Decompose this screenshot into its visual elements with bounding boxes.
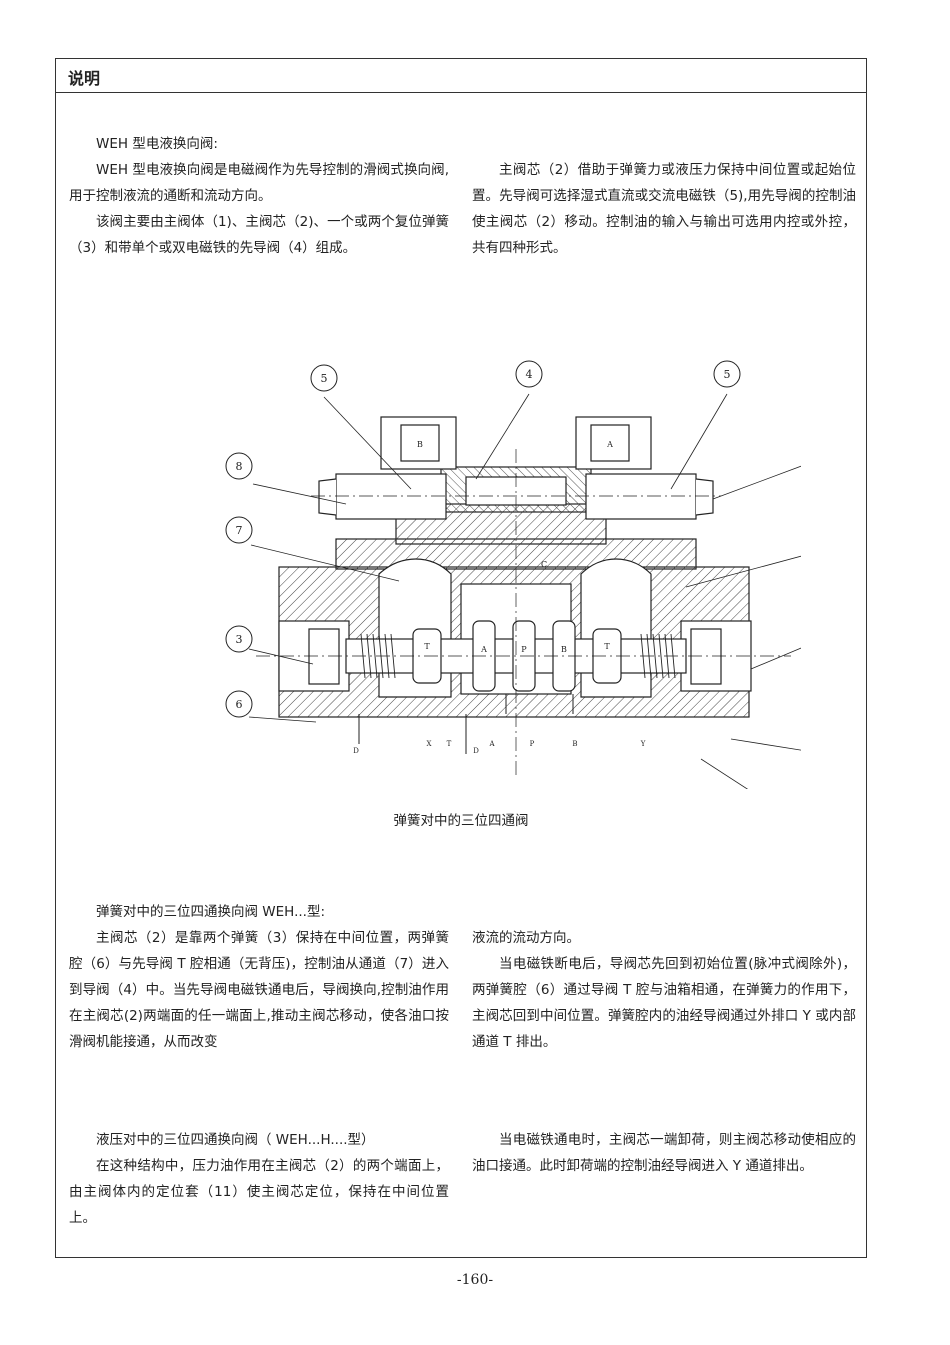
chamber-labels: T A P B T C xyxy=(424,560,610,654)
section3-paragraph: 在这种结构中，压力油作用在主阀芯（2）的两个端面上，由主阀体内的定位套（11）使… xyxy=(69,1158,449,1226)
solenoid-label: A xyxy=(606,440,613,449)
port-label: X xyxy=(427,740,432,748)
port-label: Y xyxy=(640,740,646,748)
callout-leaders xyxy=(248,393,801,789)
solenoid-labels: B A xyxy=(417,440,613,449)
port-label: D xyxy=(353,747,359,755)
section3-right-column: 当电磁铁通电时，主阀芯一端卸荷，则主阀芯移动使相应的油口接通。此时卸荷端的控制油… xyxy=(472,1127,856,1179)
section1-heading: WEH 型电液换向阀: xyxy=(96,136,218,152)
page-number: -160- xyxy=(456,1272,494,1288)
port-label: A xyxy=(488,740,495,748)
section2-paragraph: 主阀芯（2）是靠两个弹簧（3）保持在中间位置，两弹簧腔（6）与先导阀 T 腔相通… xyxy=(69,930,449,1050)
section2-right-column: 液流的流动方向。 当电磁铁断电后，导阀芯先回到初始位置(脉冲式阀除外)，两弹簧腔… xyxy=(472,925,856,1055)
page-frame: 说明 WEH 型电液换向阀: WEH 型电液换向阀是电磁阀作为先导控制的滑阀式换… xyxy=(55,58,867,1258)
callout-number: 4 xyxy=(526,368,533,381)
center-lines xyxy=(256,449,791,779)
callout-number: 8 xyxy=(236,460,243,473)
chamber-label: B xyxy=(561,645,567,654)
valve-cross-section-diagram: 5 4 5 8 8 7 1 3 3 6 6 2 B A T A P B T C … xyxy=(225,360,801,789)
callout-marker xyxy=(515,360,543,388)
pilot-valve xyxy=(318,416,714,520)
callout-marker xyxy=(225,516,253,544)
section1-paragraph: WEH 型电液换向阀是电磁阀作为先导控制的滑阀式换向阀,用于控制液流的通断和流动… xyxy=(69,162,449,204)
chamber-label: T xyxy=(424,642,430,651)
section1-right-column: 主阀芯（2）借助于弹簧力或液压力保持中间位置或起始位置。先导阀可选择湿式直流或交… xyxy=(472,157,856,261)
callout-number: 7 xyxy=(236,524,243,537)
callout-markers xyxy=(225,360,741,718)
callout-numbers: 5 4 5 8 8 7 1 3 3 6 6 2 xyxy=(236,368,731,711)
section2-heading: 弹簧对中的三位四通换向阀 WEH...型: xyxy=(96,904,326,920)
callout-marker xyxy=(225,452,253,480)
callout-number: 5 xyxy=(321,372,328,385)
chamber-label: A xyxy=(480,645,487,654)
port-labels: D X T D A P B Y xyxy=(353,740,646,755)
port-label: P xyxy=(530,740,535,748)
chamber-label: P xyxy=(521,645,527,654)
page-title: 说明 xyxy=(68,69,101,88)
port-label: B xyxy=(572,740,577,748)
port-label: T xyxy=(447,740,452,748)
callout-number: 5 xyxy=(724,368,731,381)
section1-paragraph: 该阀主要由主阀体（1)、主阀芯（2)、一个或两个复位弹簧（3）和带单个或双电磁铁… xyxy=(69,214,449,256)
section2-paragraph: 当电磁铁断电后，导阀芯先回到初始位置(脉冲式阀除外)，两弹簧腔（6）通过导阀 T… xyxy=(472,956,856,1050)
section1-paragraph: 主阀芯（2）借助于弹簧力或液压力保持中间位置或起始位置。先导阀可选择湿式直流或交… xyxy=(472,162,856,256)
callout-marker xyxy=(713,360,741,388)
callout-marker xyxy=(310,364,338,392)
header-bar: 说明 xyxy=(56,59,866,93)
callout-number: 3 xyxy=(236,633,243,646)
section1-left-column: WEH 型电液换向阀: WEH 型电液换向阀是电磁阀作为先导控制的滑阀式换向阀,… xyxy=(69,131,449,261)
diagram-caption: 弹簧对中的三位四通阀 xyxy=(393,813,529,829)
section3-left-column: 液压对中的三位四通换向阀（ WEH...H....型） 在这种结构中，压力油作用… xyxy=(69,1127,449,1231)
section3-paragraph: 当电磁铁通电时，主阀芯一端卸荷，则主阀芯移动使相应的油口接通。此时卸荷端的控制油… xyxy=(472,1132,856,1174)
section3-heading: 液压对中的三位四通换向阀（ WEH...H....型） xyxy=(96,1132,375,1148)
section2-paragraph: 液流的流动方向。 xyxy=(472,930,580,946)
callout-marker xyxy=(225,625,253,653)
chamber-label: T xyxy=(604,642,610,651)
port-arrows xyxy=(358,694,574,754)
port-label: D xyxy=(473,747,479,755)
callout-marker xyxy=(225,690,253,718)
solenoid-label: B xyxy=(417,440,423,449)
chamber-label: C xyxy=(541,560,547,569)
callout-number: 6 xyxy=(236,698,243,711)
section2-left-column: 弹簧对中的三位四通换向阀 WEH...型: 主阀芯（2）是靠两个弹簧（3）保持在… xyxy=(69,899,449,1055)
